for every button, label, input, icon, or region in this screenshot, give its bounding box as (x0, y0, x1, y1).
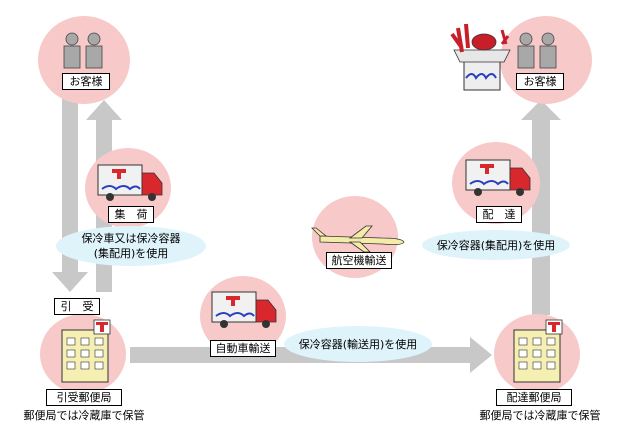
intake-label: 引 受 (54, 298, 100, 315)
air-transport-label: 航空機輸送 (326, 252, 392, 269)
post-office-icon (61, 319, 111, 383)
pickup-note-text: 保冷車又は保冷容器 (集配用)を使用 (81, 232, 181, 260)
delivery-note: 保冷容器(集配用)を使用 (422, 230, 570, 260)
gift-icon (450, 23, 511, 91)
truck-note-text: 保冷容器(輸送用)を使用 (298, 337, 418, 351)
people-icon (517, 32, 557, 69)
customer-left-label: お客様 (62, 73, 110, 90)
truck-transport-label: 自動車輸送 (210, 340, 276, 357)
truck-icon (211, 291, 277, 328)
delivery-label: 配 達 (476, 206, 522, 223)
airplane-icon (311, 225, 405, 253)
dest-office-label: 配達郵便局 (496, 389, 572, 406)
pickup-label: 集 荷 (108, 206, 154, 223)
post-office-icon (513, 319, 563, 383)
arrow-down-left (52, 95, 88, 292)
origin-office-label: 引受郵便局 (46, 389, 122, 406)
delivery-note-text: 保冷容器(集配用)を使用 (436, 238, 556, 252)
arrow-up-right (521, 100, 561, 315)
truck-note: 保冷容器(輸送用)を使用 (284, 326, 432, 362)
pickup-note: 保冷車又は保冷容器 (集配用)を使用 (56, 226, 206, 266)
customer-right-label: お客様 (516, 73, 564, 90)
truck-icon (465, 159, 531, 196)
dest-storage-note: 郵便局では冷蔵庫で保管 (479, 409, 601, 422)
truck-icon (97, 164, 163, 201)
origin-storage-note: 郵便局では冷蔵庫で保管 (23, 409, 145, 422)
people-icon (63, 32, 103, 69)
